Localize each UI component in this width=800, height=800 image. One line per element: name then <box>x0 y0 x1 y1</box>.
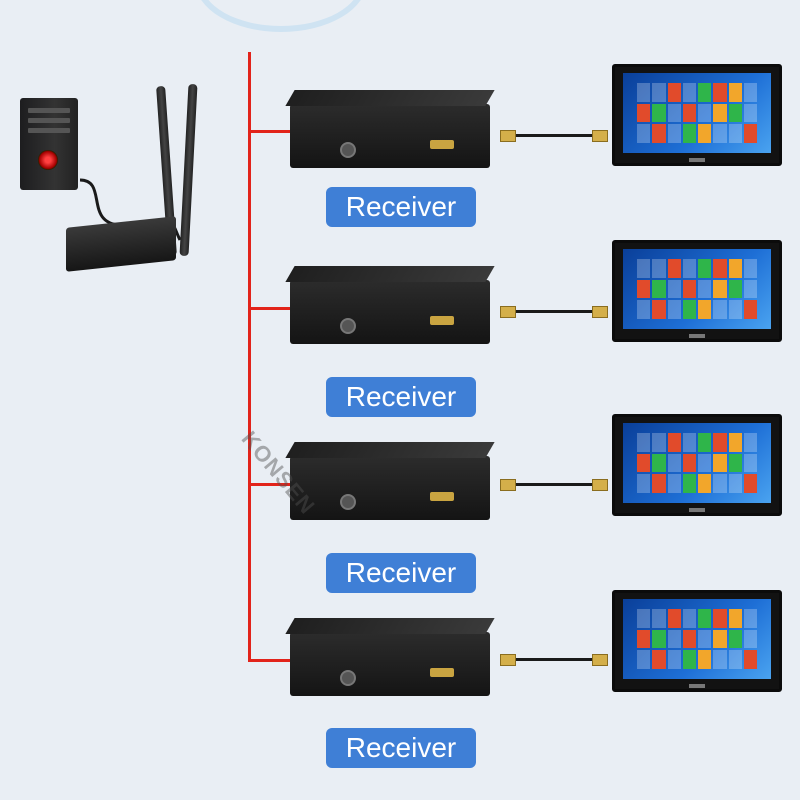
monitor-logo <box>689 508 705 512</box>
receiver-top <box>285 618 495 634</box>
monitor-2 <box>612 240 782 342</box>
hdmi-cable-4 <box>508 658 602 661</box>
decorative-arc <box>195 0 367 32</box>
bus-branch-2 <box>248 307 296 310</box>
hdmi-port <box>430 668 454 677</box>
receiver-unit-3 <box>285 442 495 520</box>
receiver-label-1: Receiver <box>326 187 476 227</box>
monitor-logo <box>689 334 705 338</box>
monitor-4 <box>612 590 782 692</box>
hdmi-port <box>430 492 454 501</box>
monitor-logo <box>689 684 705 688</box>
bus-branch-3 <box>248 483 296 486</box>
computer-tower <box>20 98 78 190</box>
hdmi-plug <box>500 654 516 666</box>
receiver-label-4: Receiver <box>326 728 476 768</box>
hdmi-port <box>430 316 454 325</box>
hdmi-plug <box>500 130 516 142</box>
receiver-top <box>285 266 495 282</box>
receiver-unit-4 <box>285 618 495 696</box>
receiver-top <box>285 90 495 106</box>
receiver-unit-1 <box>285 90 495 168</box>
monitor-screen <box>623 249 771 329</box>
receiver-label-2: Receiver <box>326 377 476 417</box>
monitor-screen <box>623 73 771 153</box>
dc-port <box>340 494 356 510</box>
bus-branch-1 <box>248 130 296 133</box>
monitor-3 <box>612 414 782 516</box>
receiver-unit-2 <box>285 266 495 344</box>
monitor-logo <box>689 158 705 162</box>
receiver-top <box>285 442 495 458</box>
monitor-screen <box>623 423 771 503</box>
drive-bay <box>28 128 70 133</box>
monitor-1 <box>612 64 782 166</box>
hdmi-cable-3 <box>508 483 602 486</box>
bus-branch-4 <box>248 659 296 662</box>
drive-bay <box>28 118 70 123</box>
hdmi-plug <box>500 479 516 491</box>
hdmi-plug <box>500 306 516 318</box>
tower-logo <box>38 150 58 170</box>
network-bus <box>248 52 251 662</box>
monitor-screen <box>623 599 771 679</box>
drive-bay <box>28 108 70 113</box>
hdmi-cable-1 <box>508 134 602 137</box>
hdmi-plug <box>592 306 608 318</box>
receiver-label-3: Receiver <box>326 553 476 593</box>
hdmi-plug <box>592 479 608 491</box>
hdmi-port <box>430 140 454 149</box>
hdmi-plug <box>592 654 608 666</box>
hdmi-cable-2 <box>508 310 602 313</box>
dc-port <box>340 142 356 158</box>
dc-port <box>340 670 356 686</box>
dc-port <box>340 318 356 334</box>
hdmi-plug <box>592 130 608 142</box>
